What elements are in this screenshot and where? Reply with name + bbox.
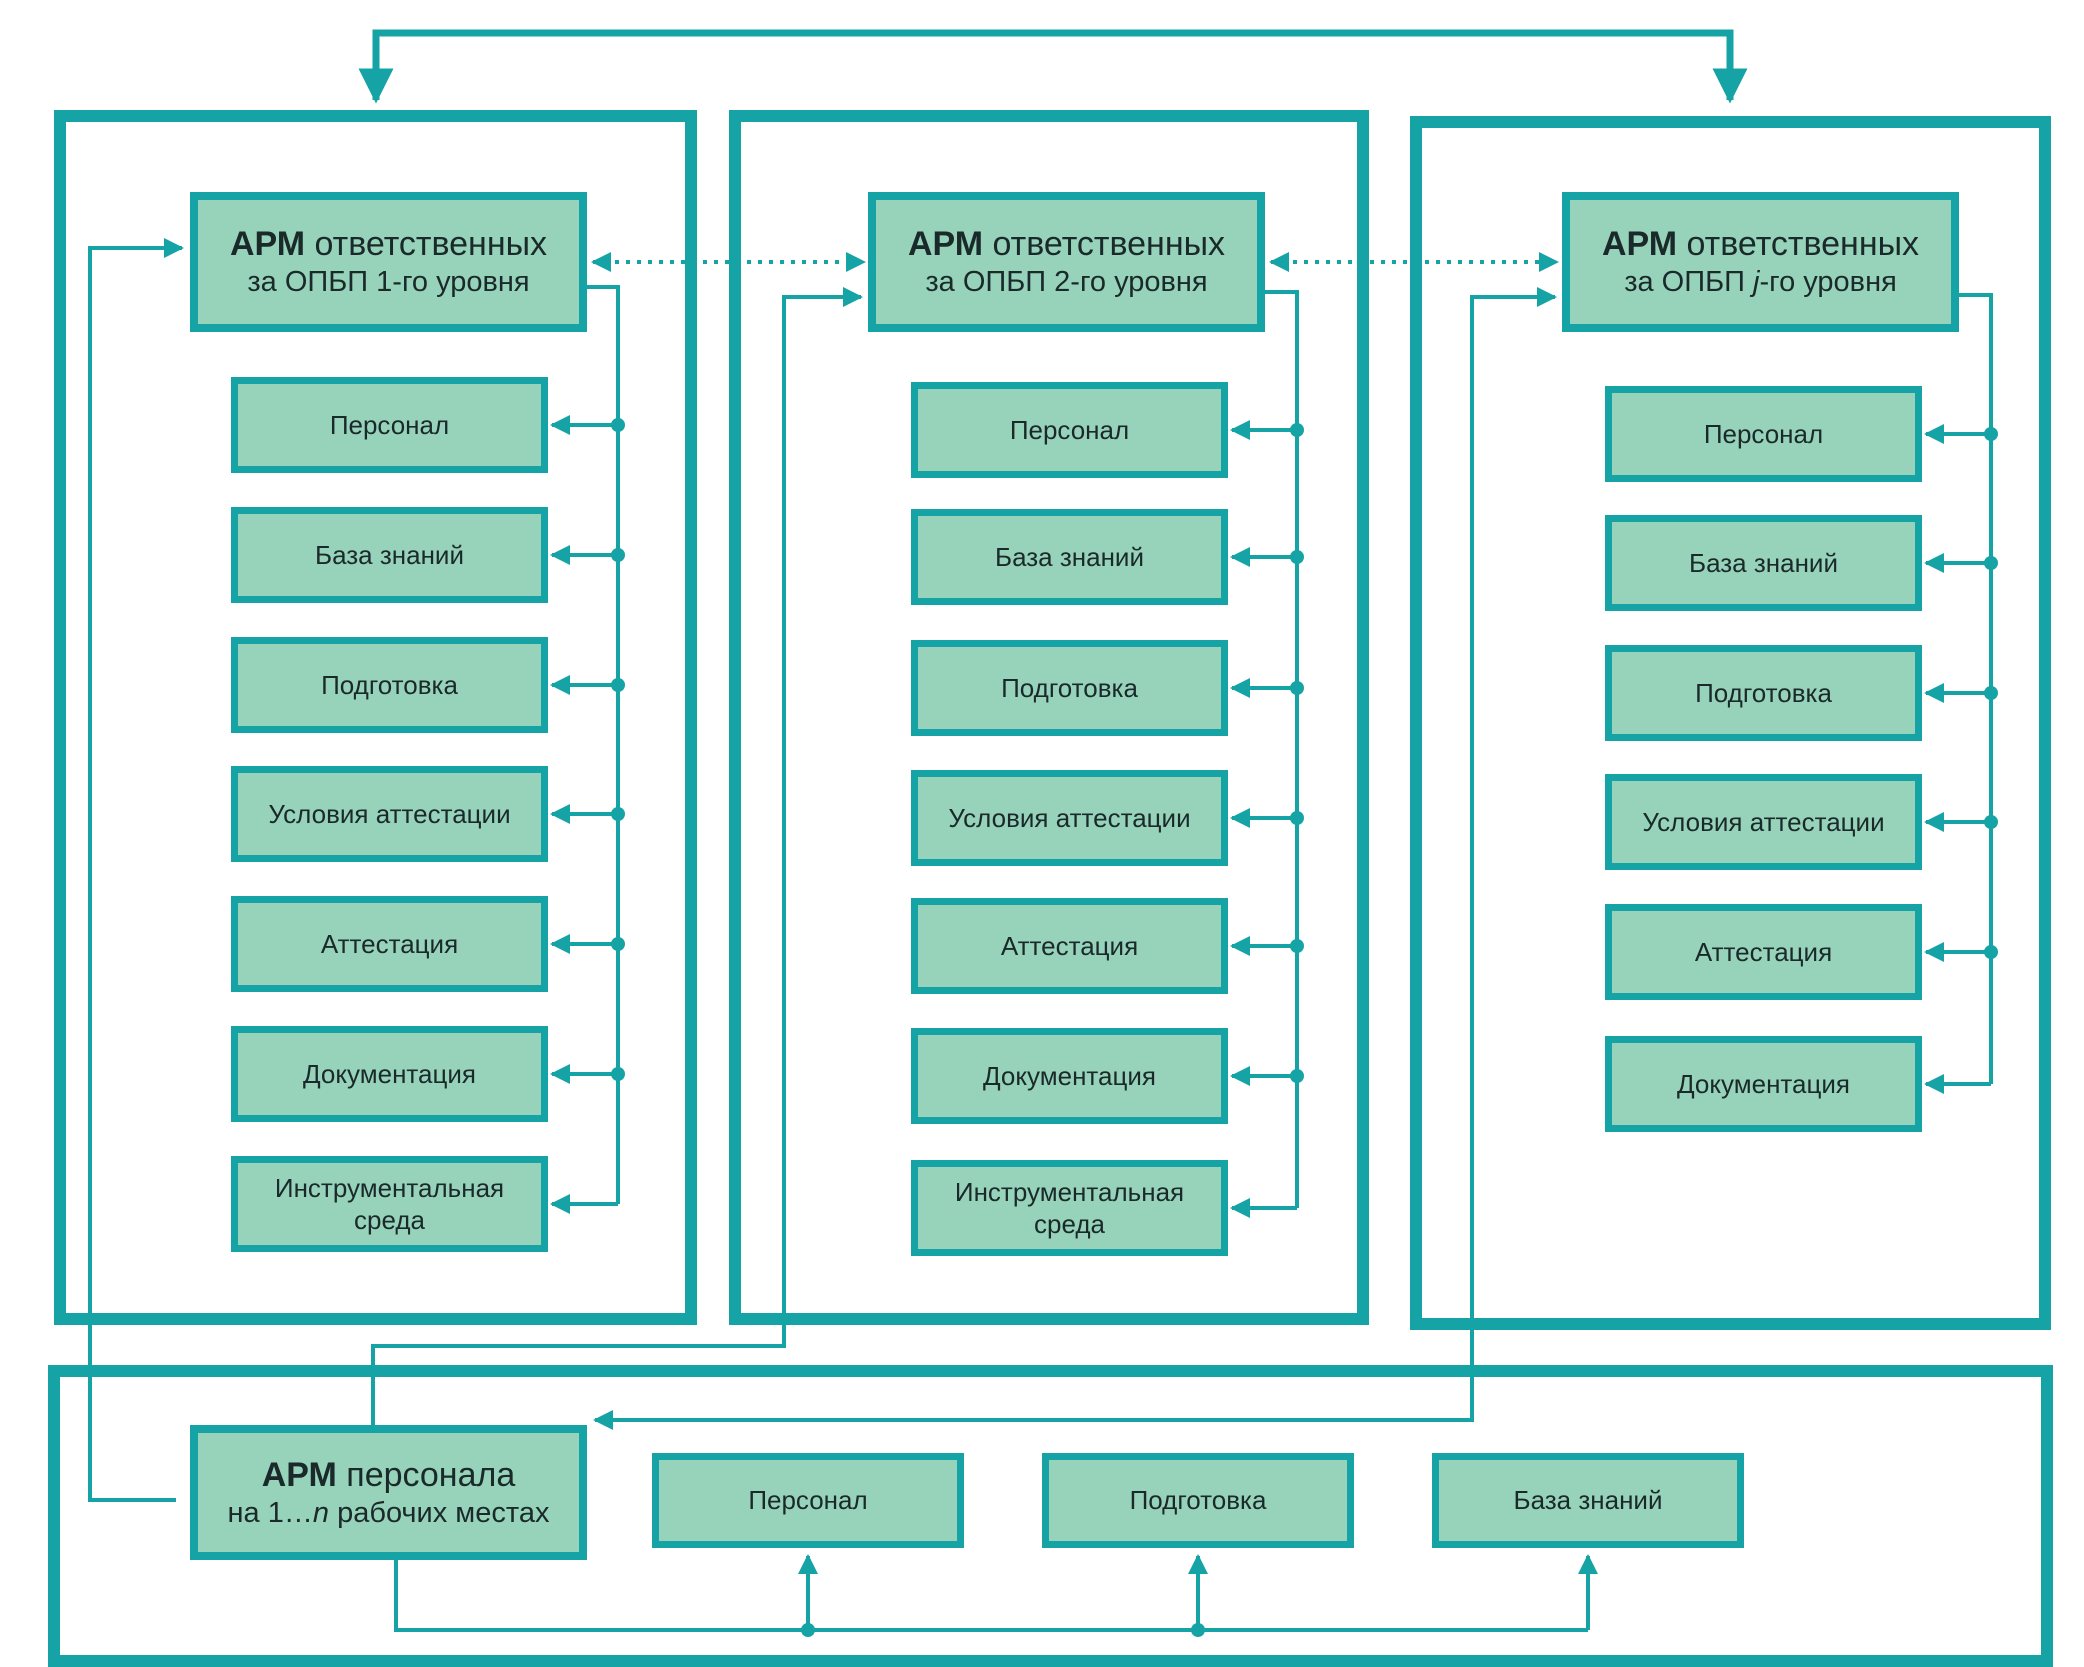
col2-база-знаний-label: База знаний [995, 541, 1144, 572]
col3-bus-line [1959, 293, 1993, 1084]
bottom-персонал-label: Персонал [748, 1485, 868, 1516]
arm-level-1-rest: ответственных [305, 225, 548, 264]
col3-подготовка-label: Подготовка [1695, 677, 1832, 708]
arm-level-j-box: АРМ ответственных за ОПБП j-го уровня [1562, 192, 1959, 332]
col2-персонал-label: Персонал [1009, 414, 1130, 445]
arm-level-1-bold: АРМ [229, 225, 306, 264]
col1-условия-аттестации-label: Условия аттестации [268, 798, 511, 829]
arm-level-j-rest: ответственных [1677, 225, 1920, 264]
col1-аттестация-box: Аттестация [231, 896, 548, 992]
arm-level-j-line2-pre: за ОПБП [1624, 266, 1754, 298]
bottom-подготовка-label: Подготовка [1129, 1485, 1267, 1516]
bottom-подготовка-box: Подготовка [1042, 1453, 1354, 1548]
col3-условия-аттестации-label: Условия аттестации [1642, 806, 1885, 837]
col2-документация-label: Документация [983, 1060, 1156, 1091]
col1-инструментальная-среда-label: Инструментальная среда [274, 1172, 505, 1236]
arm-personnel-index: n [312, 1496, 330, 1529]
arm-personnel-bold: АРМ [261, 1455, 337, 1494]
top-loop-line [358, 29, 1748, 104]
col2-условия-аттестации-box: Условия аттестации [911, 770, 1228, 866]
link-personnel-to-level-1 [88, 238, 184, 1502]
link-personnel-to-level-j [593, 287, 1557, 1430]
col2-инструментальная-среда-box: Инструментальная среда [911, 1160, 1228, 1256]
col2-документация-box: Документация [911, 1028, 1228, 1124]
bottom-bus-line [394, 1560, 1588, 1632]
col2-подготовка-box: Подготовка [911, 640, 1228, 736]
col1-персонал-box: Персонал [231, 377, 548, 473]
col3-база-знаний-box: База знаний [1605, 515, 1922, 611]
col3-условия-аттестации-box: Условия аттестации [1605, 774, 1922, 870]
col1-персонал-label: Персонал [329, 409, 450, 440]
bottom-база-знаний-box: База знаний [1432, 1453, 1744, 1548]
col2-условия-аттестации-label: Условия аттестации [948, 802, 1191, 833]
arm-personnel-box: АРМ персонала на 1…n рабочих местах [190, 1425, 587, 1560]
arm-level-j-bold: АРМ [1601, 225, 1678, 264]
arm-level-1-line2: за ОПБП 1-го уровня [247, 266, 530, 298]
col1-база-знаний-label: База знаний [315, 539, 464, 570]
col1-документация-label: Документация [303, 1058, 476, 1089]
arm-level-2-line2: за ОПБП 2-го уровня [925, 266, 1208, 298]
col2-аттестация-label: Аттестация [1000, 930, 1139, 961]
col2-инструментальная-среда-label: Инструментальная среда [954, 1176, 1185, 1240]
col1-условия-аттестации-box: Условия аттестации [231, 766, 548, 862]
col2-аттестация-box: Аттестация [911, 898, 1228, 994]
arm-personnel-line2-pre: на 1… [227, 1496, 313, 1529]
arm-level-2-box: АРМ ответственных за ОПБП 2-го уровня [868, 192, 1265, 332]
arm-level-j-index: j [1753, 266, 1760, 298]
col1-документация-box: Документация [231, 1026, 548, 1122]
col3-аттестация-label: Аттестация [1694, 936, 1833, 967]
col3-персонал-box: Персонал [1605, 386, 1922, 482]
arm-personnel-line2-post: рабочих местах [329, 1496, 550, 1529]
col3-персонал-label: Персонал [1703, 418, 1824, 449]
col1-инструментальная-среда-box: Инструментальная среда [231, 1156, 548, 1252]
bottom-база-знаний-label: База знаний [1513, 1485, 1663, 1516]
col3-подготовка-box: Подготовка [1605, 645, 1922, 741]
col1-подготовка-label: Подготовка [321, 669, 458, 700]
col3-аттестация-box: Аттестация [1605, 904, 1922, 1000]
col3-документация-label: Документация [1677, 1068, 1850, 1099]
col3-база-знаний-label: База знаний [1689, 547, 1838, 578]
col2-персонал-box: Персонал [911, 382, 1228, 478]
arm-level-2-bold: АРМ [907, 225, 984, 264]
bottom-персонал-box: Персонал [652, 1453, 964, 1548]
col2-база-знаний-box: База знаний [911, 509, 1228, 605]
arm-level-j-line2-post: -го уровня [1759, 266, 1897, 298]
col1-аттестация-label: Аттестация [320, 928, 459, 959]
col2-подготовка-label: Подготовка [1001, 672, 1138, 703]
arm-level-2-rest: ответственных [983, 225, 1226, 264]
col3-документация-box: Документация [1605, 1036, 1922, 1132]
arm-level-1-box: АРМ ответственных за ОПБП 1-го уровня [190, 192, 587, 332]
col1-база-знаний-box: База знаний [231, 507, 548, 603]
arm-personnel-rest: персонала [336, 1455, 516, 1494]
col1-подготовка-box: Подготовка [231, 637, 548, 733]
